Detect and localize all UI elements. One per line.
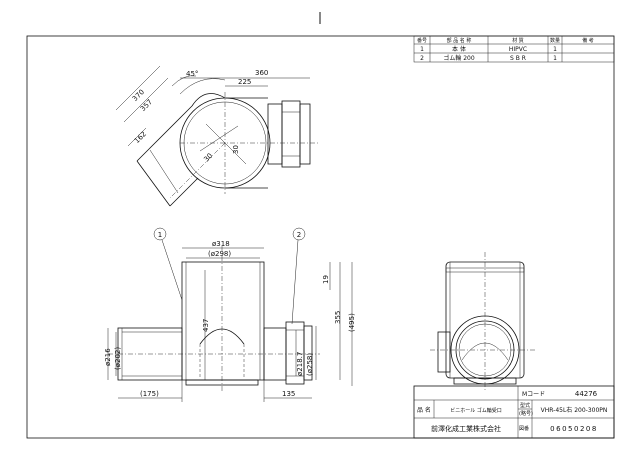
mcode-label: Mコード [522,391,545,398]
top-dim-357: 357 [139,98,154,113]
model-sub: (略号) [519,410,533,417]
balloon-2 [292,227,306,241]
front-view: ø318 (ø298) 437 19 355 (495) ø216 (ø202)… [104,227,356,402]
top-dim-225: 225 [238,78,251,86]
model-label: 型式 [520,402,530,409]
name-label: 品 名 [417,406,431,414]
mcode-value: 44276 [575,390,598,398]
drawing-number: 06050208 [550,425,598,433]
front-dim-135: 135 [282,390,295,398]
parts-header-material: 材 質 [512,37,524,44]
front-dim-437: 437 [202,319,210,332]
model-value: VHR-45L右 200-300PN [541,406,608,414]
title-block: Mコード 44276 品 名 ビニホール ゴム輪受口 型式 (略号) VHR-4… [413,385,615,439]
front-dim-218-7: ø218.7 [296,352,304,376]
front-dim-318: ø318 [212,240,230,248]
balloon-1 [153,227,167,241]
company-name: 前澤化成工業株式会社 [431,424,501,433]
parts-row-2-qty: 1 [553,55,557,62]
top-dim-360: 360 [255,69,268,77]
parts-header-note: 備 考 [582,37,594,44]
parts-header-name: 部 品 名 称 [447,37,472,44]
front-dim-216: ø216 [104,348,112,366]
front-dim-19: 19 [322,275,330,284]
side-view [430,252,536,392]
parts-row-2-no: 2 [420,55,424,62]
parts-header-no: 番号 [417,37,427,44]
front-dim-202: (ø202) [114,347,122,370]
top-dim-370: 370 [131,88,146,103]
top-dim-angle: 45° [186,70,198,78]
parts-row-1-qty: 1 [553,46,557,53]
balloon-1-label: 1 [158,231,162,239]
parts-row-2-name: ゴム輪 200 [443,54,475,62]
parts-row-1-material: HIPVC [509,46,527,53]
front-dim-258: (ø258) [306,353,314,376]
parts-row-2-material: S B R [510,55,526,62]
top-dim-30a: 30 [232,145,240,154]
front-dim-175: (175) [140,390,159,398]
parts-header-qty: 数量 [550,37,560,44]
front-dim-298: (ø298) [208,250,231,258]
top-view: 45° 360 225 370 357 162 30 30 [115,65,318,207]
front-dim-495: (495) [348,313,356,332]
parts-row-1-no: 1 [420,46,424,53]
drawing-border [26,35,615,439]
parts-table: 番号 部 品 名 称 材 質 数量 備 考 1 本 体 HIPVC 1 2 ゴム… [413,35,615,63]
top-dim-30b: 30 [202,152,214,164]
front-dim-355: 355 [334,311,342,324]
balloon-2-label: 2 [297,231,301,239]
drawing-label: 図番 [519,425,529,432]
name-value: ビニホール ゴム輪受口 [450,407,502,414]
parts-row-1-name: 本 体 [452,45,466,53]
top-dim-162: 162 [133,130,148,145]
